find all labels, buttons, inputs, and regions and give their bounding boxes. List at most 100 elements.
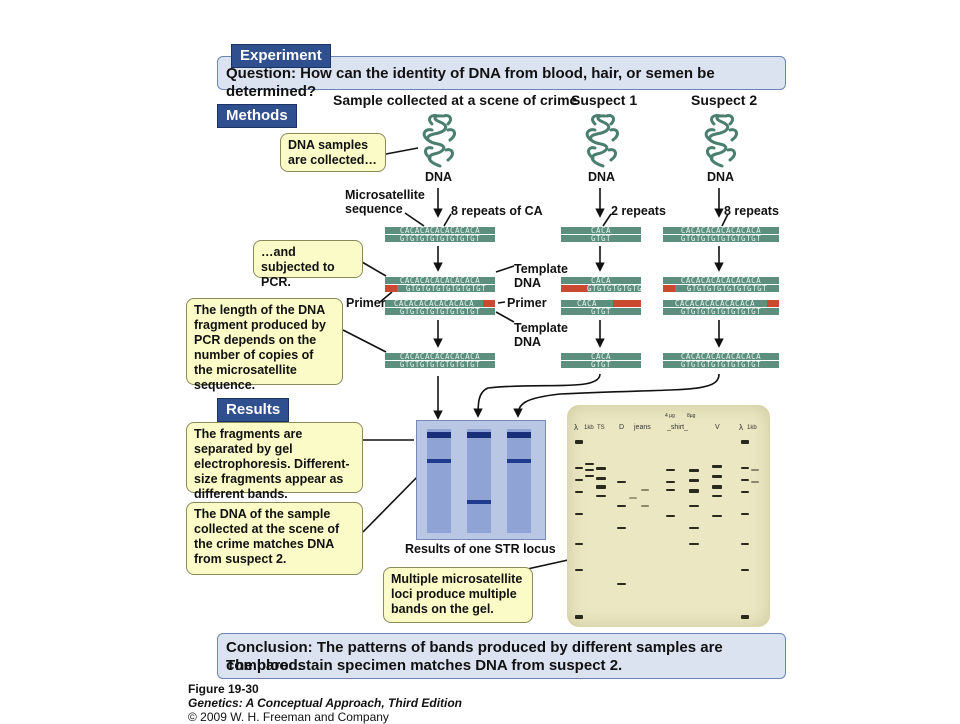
primer-label-right: Primer xyxy=(507,296,547,310)
template-strand: GTGTGTGTGTGTGTGT xyxy=(397,285,495,292)
conclusion-text-1: The patterns of bands produced by differ… xyxy=(226,639,723,674)
gel-well xyxy=(467,432,491,438)
callout-pcr: …and subjected to PCR. xyxy=(253,240,363,289)
gel-well xyxy=(427,432,451,438)
photo-band xyxy=(741,513,749,515)
photo-band xyxy=(666,515,675,517)
photo-label-8ug: 8µg xyxy=(687,413,696,419)
gel-caption: Results of one STR locus xyxy=(405,542,556,556)
photo-band xyxy=(575,543,583,545)
dna-coil-icon xyxy=(704,114,738,168)
column-crime-scene: Sample collected at a scene of crime xyxy=(333,92,578,108)
photo-band xyxy=(712,485,722,489)
callout-gel-separation: The fragments are separated by gel elect… xyxy=(186,422,363,501)
ca-strand: CACACACACACACACA xyxy=(385,300,483,307)
primer-segment xyxy=(385,285,397,292)
template-line-1: Template xyxy=(514,321,568,335)
photo-band xyxy=(617,527,626,529)
ca-strand: CACACACACACACACA xyxy=(663,277,779,284)
ca-strand: CACA xyxy=(561,300,613,307)
callout-fragment-length: The length of the DNA fragment produced … xyxy=(186,298,343,392)
photo-band xyxy=(575,479,583,481)
template-line-1: Template xyxy=(514,262,568,276)
photo-band xyxy=(712,495,722,497)
microsatellite-label: Microsatellite sequence xyxy=(345,188,425,216)
photo-band xyxy=(575,440,583,444)
ca-strand: CACACACACACACACA xyxy=(385,227,495,234)
photo-band xyxy=(617,583,626,585)
photo-band xyxy=(575,491,583,493)
dna-label: DNA xyxy=(707,170,735,184)
photo-band xyxy=(575,467,583,469)
photo-band xyxy=(596,495,606,497)
ca-strand: CACACACACACACACA xyxy=(385,277,495,284)
gt-strand: GTGTGTGTGTGTGTGT xyxy=(385,235,495,242)
photo-band xyxy=(741,440,749,444)
photo-band xyxy=(689,505,699,507)
photo-band xyxy=(741,491,749,493)
photo-band xyxy=(741,543,749,545)
primer-segment xyxy=(483,300,495,307)
photo-band xyxy=(617,481,626,483)
dna-coil-icon xyxy=(585,114,619,168)
copyright: © 2009 W. H. Freeman and Company xyxy=(188,710,389,724)
dna-label: DNA xyxy=(588,170,616,184)
photo-band xyxy=(751,469,759,471)
ca-strand: CACACACACACACACA xyxy=(663,300,767,307)
gt-strand: GTGT xyxy=(561,235,641,242)
gt-strand: GTGTGTGTGTGTGTGT xyxy=(663,235,779,242)
gel-photograph: λ 1kb TS D jeans 4 µg 8µg _shirt_ V λ 1k… xyxy=(567,405,770,627)
gt-strand: GTGTGTGTGTGTGTGT xyxy=(385,308,495,315)
photo-label-d: D xyxy=(619,424,625,431)
ca-strand: CACACACACACACACA xyxy=(663,353,779,360)
photo-label-shirt: _shirt_ xyxy=(667,424,689,431)
photo-label-4ug: 4 µg xyxy=(665,413,675,419)
gel-band xyxy=(427,459,451,463)
photo-band xyxy=(741,479,749,481)
photo-band xyxy=(689,543,699,545)
photo-band xyxy=(689,479,699,482)
template-dna-label-top: Template DNA xyxy=(514,262,568,290)
photo-band xyxy=(617,505,626,507)
column-suspect-2: Suspect 2 xyxy=(691,92,758,108)
photo-band xyxy=(712,465,722,468)
conclusion-line-1: Conclusion: The patterns of bands produc… xyxy=(226,639,785,675)
photo-band xyxy=(666,489,675,491)
question-panel: Question: How can the identity of DNA fr… xyxy=(217,56,786,100)
photo-band xyxy=(596,467,606,470)
conclusion-panel: Conclusion: The patterns of bands produc… xyxy=(217,633,786,679)
gel-well xyxy=(507,432,531,438)
microsatellite-line-1: Microsatellite xyxy=(345,188,425,202)
primer-segment xyxy=(663,285,675,292)
gt-strand: GTGT xyxy=(561,308,641,315)
gt-strand: GTGTGTGTGTGTGTGT xyxy=(663,361,779,368)
template-dna-label-bottom: Template DNA xyxy=(514,321,568,349)
photo-band xyxy=(712,515,722,517)
question-text: How can the identity of DNA from blood, … xyxy=(226,65,715,100)
photo-band xyxy=(585,463,594,465)
primer-segment xyxy=(767,300,779,307)
experiment-tag: Experiment xyxy=(231,44,331,68)
book-title: Genetics: A Conceptual Approach, Third E… xyxy=(188,696,463,710)
template-line-2: DNA xyxy=(514,276,542,290)
microsatellite-line-2: sequence xyxy=(345,202,403,216)
primer-segment xyxy=(561,285,587,292)
conclusion-label: Conclusion: xyxy=(226,639,313,656)
question: Question: How can the identity of DNA fr… xyxy=(226,65,785,101)
photo-band xyxy=(575,615,583,619)
ca-strand: CACA xyxy=(561,353,641,360)
photo-label-1kb-right: 1kb xyxy=(747,425,757,431)
photo-band xyxy=(596,485,606,489)
callout-multiple-loci: Multiple microsatellite loci produce mul… xyxy=(383,567,533,623)
photo-band xyxy=(575,513,583,515)
gel-lane-suspect-2 xyxy=(507,429,531,533)
gel-lane-crime-scene xyxy=(427,429,451,533)
photo-label-lambda: λ xyxy=(574,423,578,432)
ca-strand: CACACACACACACACA xyxy=(385,353,495,360)
gel-band xyxy=(467,500,491,504)
dna-label: DNA xyxy=(425,170,453,184)
photo-label-v: V xyxy=(715,424,720,431)
template-line-2: DNA xyxy=(514,335,542,349)
results-tag: Results xyxy=(217,398,290,422)
photo-band xyxy=(741,467,749,469)
